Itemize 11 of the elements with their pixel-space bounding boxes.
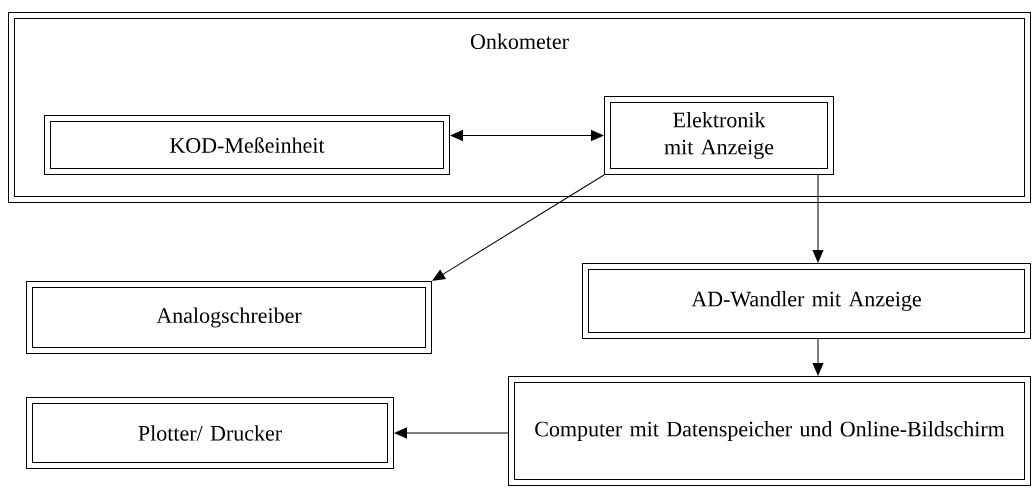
arrow xyxy=(394,427,509,439)
arrow xyxy=(812,338,824,376)
process-box: AD-Wandler mit Anzeige xyxy=(582,263,1031,339)
arrow xyxy=(432,174,605,281)
process-box: Analogschreiber xyxy=(26,281,432,354)
process-box: Computer mit Datenspeicher und Online-Bildschirm xyxy=(508,376,1031,486)
arrow xyxy=(450,130,604,141)
process-box: Plotter/ Drucker xyxy=(26,397,394,469)
process-box: Elektronik mit Anzeige xyxy=(604,96,834,175)
process-box: KOD-Meßeinheit xyxy=(44,115,450,175)
arrow xyxy=(812,174,824,263)
